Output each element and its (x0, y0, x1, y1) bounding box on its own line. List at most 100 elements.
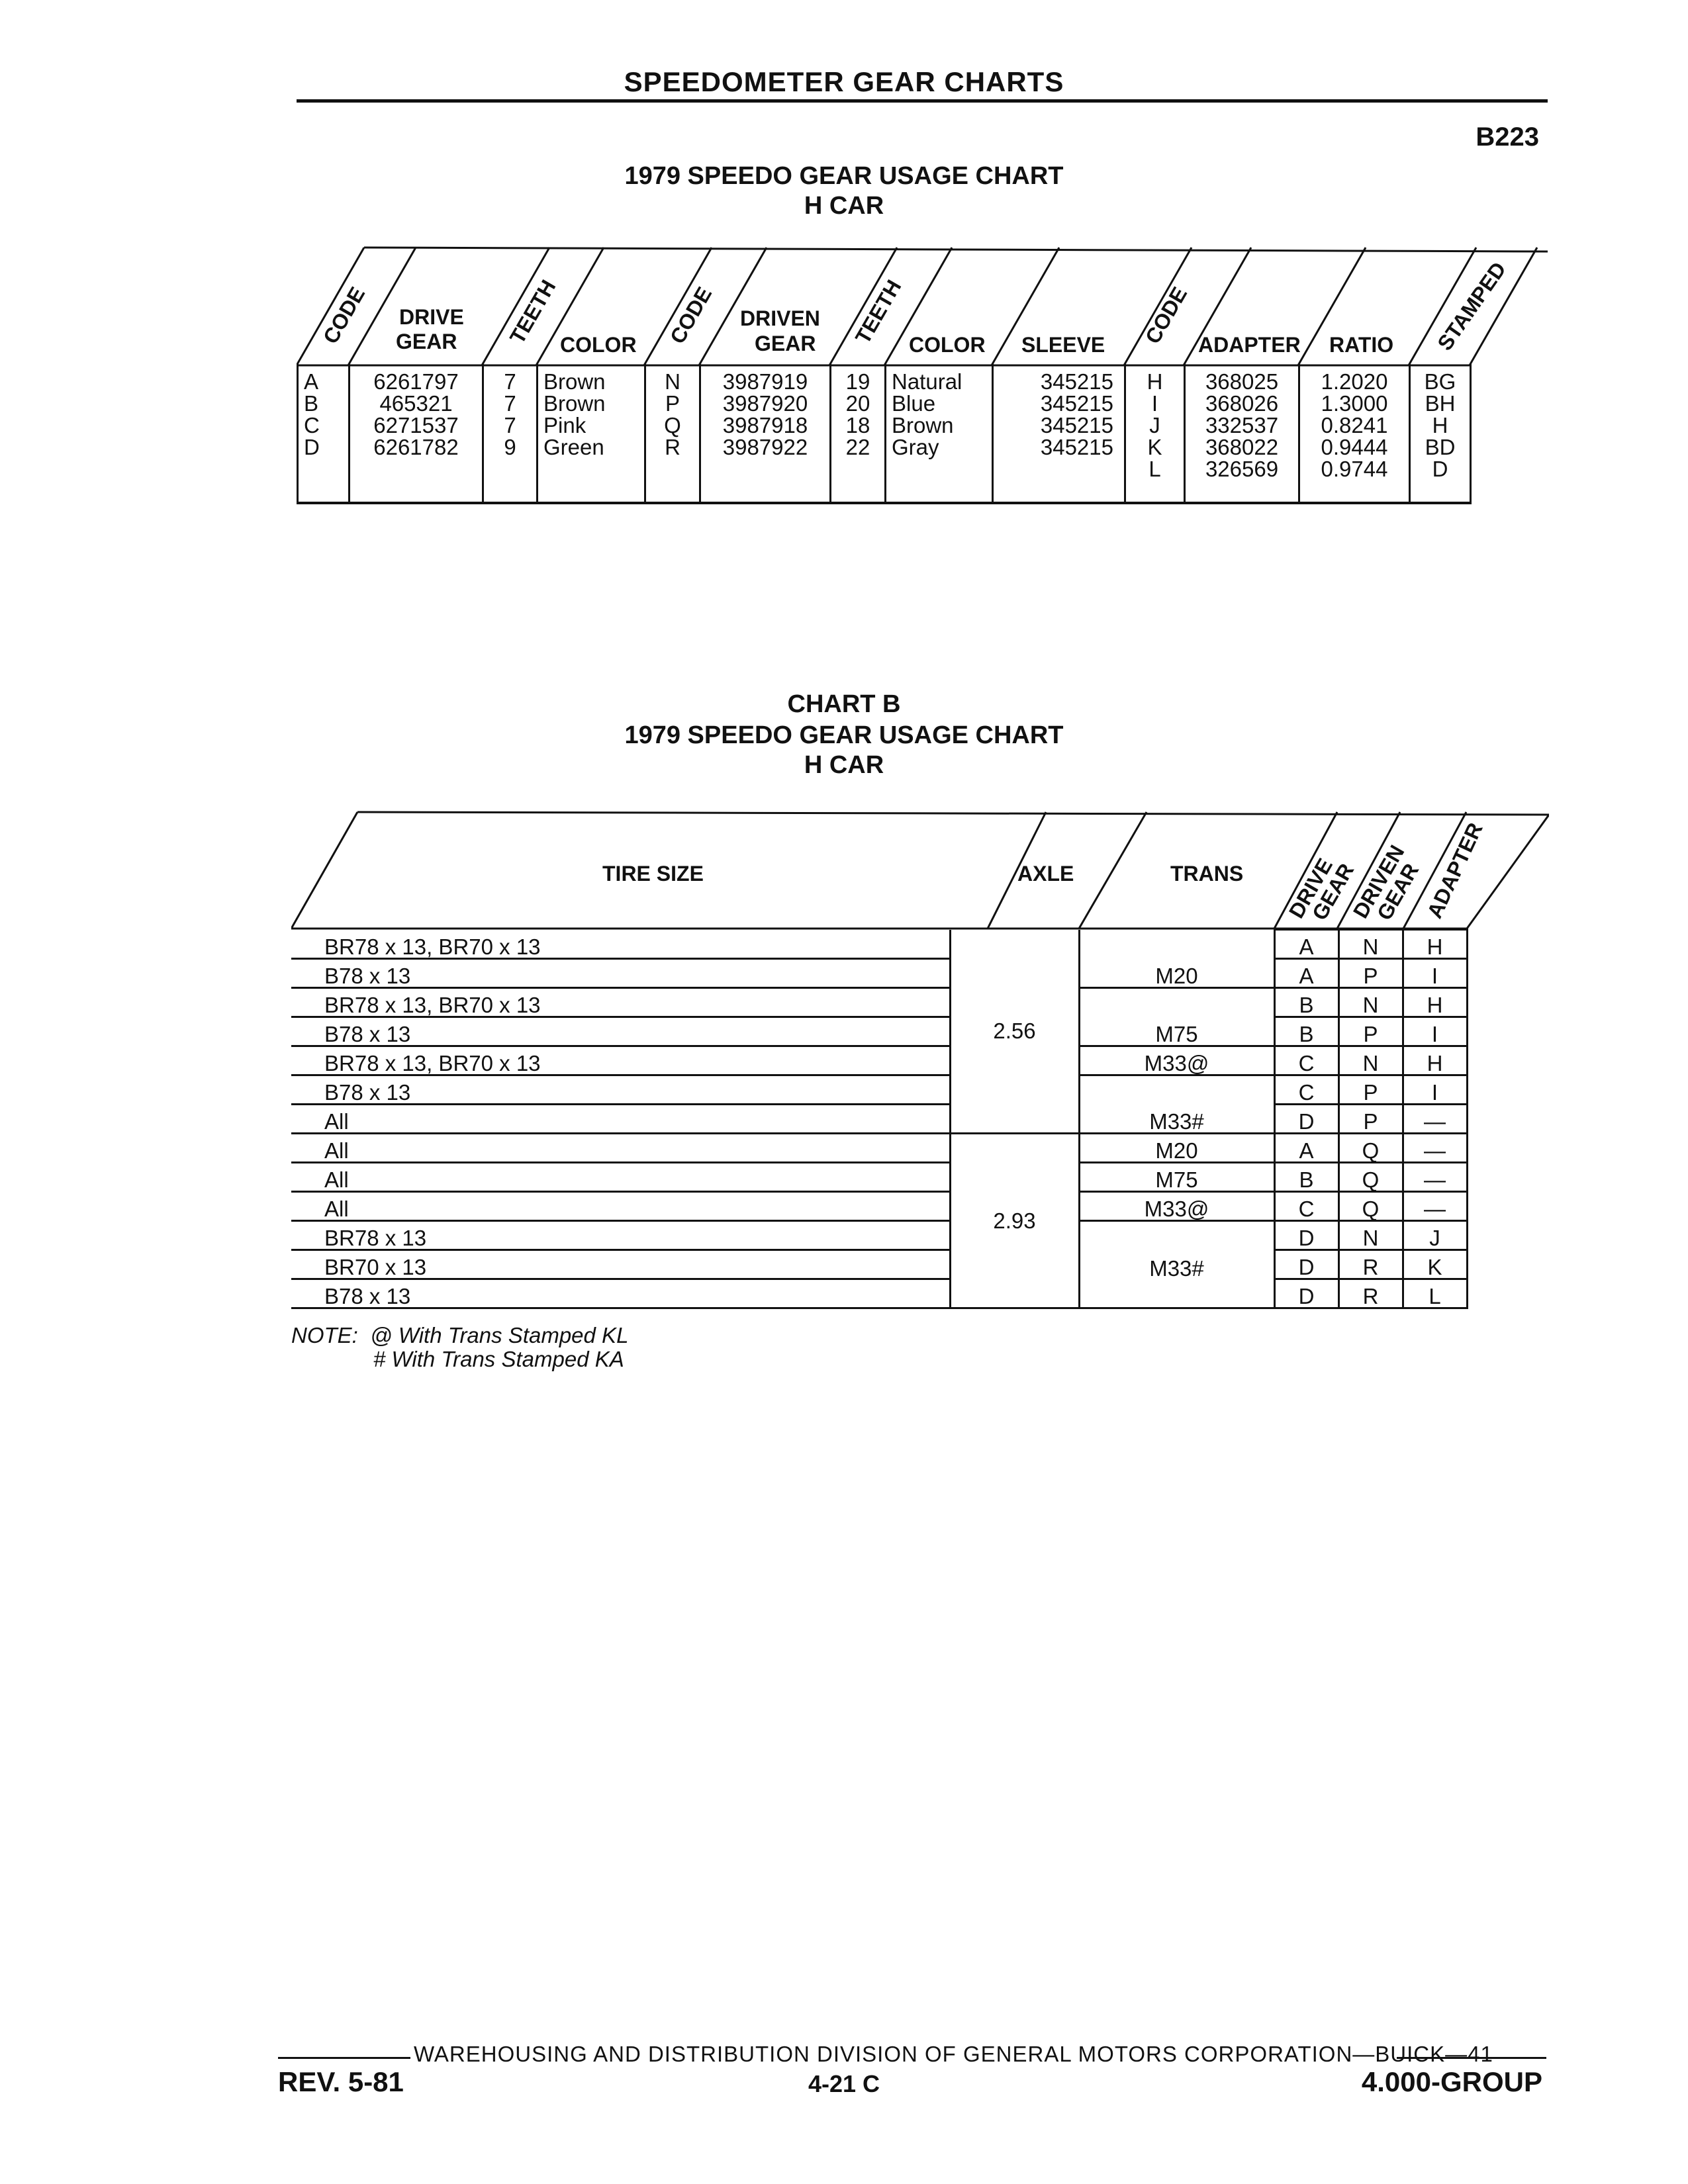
tire-size-cell: BR70 x 13 (291, 1250, 950, 1280)
trans-cell (1079, 987, 1276, 1017)
driven-cell: N (1337, 1220, 1404, 1251)
chart-b-label: CHART B (787, 690, 901, 718)
adapter-cell: I (1401, 1074, 1468, 1105)
drive-cell: A (1273, 929, 1340, 960)
tire-size-cell: All (291, 1104, 950, 1134)
chart-b-header-axle: AXLE (1017, 862, 1074, 886)
trans-cell (1079, 929, 1276, 959)
adapter-cell: H (1401, 987, 1468, 1018)
footer-group: 4.000-GROUP (1361, 2066, 1542, 2097)
trans-cell: M20 (1079, 958, 1276, 989)
chart-a-col-code3: H I J K L (1124, 364, 1186, 503)
tire-size-cell: B78 x 13 (291, 1075, 950, 1105)
chart-b: TIRE SIZE AXLE TRANS DRIVE GEAR DRIVEN G… (291, 811, 1549, 1314)
chart-a: CODE DRIVE GEAR TEETH COLOR CODE DRIVEN … (297, 246, 1548, 511)
chart-a-col-adapter: 368025 368026 332537 368022 326569 (1184, 364, 1300, 503)
note-label: NOTE: (291, 1323, 358, 1347)
drive-cell: C (1273, 1191, 1340, 1222)
adapter-cell: — (1401, 1161, 1468, 1193)
chart-a-col-color2: Natural Blue Brown Gray (884, 364, 994, 503)
chart-a-header-color2: COLOR (909, 333, 986, 357)
trans-cell: M75 (1079, 1162, 1276, 1193)
chart-b-subtitle: H CAR (804, 751, 884, 779)
footer-division: WAREHOUSING AND DISTRIBUTION DIVISION OF… (414, 2042, 1493, 2066)
trans-cell: M33# (1079, 1250, 1276, 1279)
trans-cell: M20 (1079, 1133, 1276, 1163)
chart-a-header-stamped: STAMPED (1432, 257, 1511, 355)
chart-a-col-ratio: 1.2020 1.3000 0.8241 0.9444 0.9744 (1298, 364, 1411, 503)
tire-size-cell: B78 x 13 (291, 958, 950, 989)
drive-cell: D (1273, 1278, 1340, 1309)
chart-a-col-code2: N P Q R (644, 364, 701, 503)
trans-cell: M75 (1079, 1017, 1276, 1047)
drive-cell: D (1273, 1103, 1340, 1134)
adapter-cell: I (1401, 1016, 1468, 1047)
note: NOTE: @ With Trans Stamped KL # With Tra… (291, 1324, 628, 1371)
adapter-cell: H (1401, 929, 1468, 960)
chart-a-header-color1: COLOR (560, 333, 637, 357)
chart-a-header-teeth2: TEETH (851, 276, 906, 348)
trans-cell (1079, 1075, 1276, 1105)
driven-cell: Q (1337, 1191, 1404, 1222)
driven-cell: R (1337, 1278, 1404, 1309)
tire-size-cell: B78 x 13 (291, 1017, 950, 1047)
trans-cell: M33# (1079, 1104, 1276, 1134)
footer-rev: REV. 5-81 (278, 2066, 404, 2097)
chart-a-col-teeth2: 19 20 18 22 (829, 364, 886, 503)
chart-a-header-drive-2: GEAR (396, 330, 457, 353)
chart-a-header-driven-2: GEAR (755, 332, 816, 355)
adapter-cell: L (1401, 1278, 1468, 1309)
chart-a-col-color1: Brown Brown Pink Green (536, 364, 646, 503)
tire-size-cell: BR78 x 13, BR70 x 13 (291, 929, 950, 960)
adapter-cell: I (1401, 958, 1468, 989)
chart-b-title: 1979 SPEEDO GEAR USAGE CHART (624, 721, 1064, 749)
note-line-2: # With Trans Stamped KA (373, 1347, 624, 1371)
chart-a-title: 1979 SPEEDO GEAR USAGE CHART (624, 162, 1064, 190)
driven-cell: R (1337, 1249, 1404, 1280)
axle-cell: 2.93 (949, 1133, 1080, 1309)
tire-size-cell: B78 x 13 (291, 1279, 950, 1309)
driven-cell: Q (1337, 1161, 1404, 1193)
driven-cell: P (1337, 1016, 1404, 1047)
driven-cell: P (1337, 1074, 1404, 1105)
chart-a-header-driven: DRIVEN (740, 306, 820, 330)
chart-a-col-stamped: BG BH H BD D (1409, 364, 1472, 503)
drive-cell: C (1273, 1045, 1340, 1076)
chart-b-header-tire-size: TIRE SIZE (602, 862, 704, 886)
driven-cell: Q (1337, 1132, 1404, 1163)
drive-cell: B (1273, 1016, 1340, 1047)
drive-cell: C (1273, 1074, 1340, 1105)
chart-b-header: TIRE SIZE AXLE TRANS DRIVE GEAR DRIVEN G… (291, 811, 1549, 930)
drive-cell: B (1273, 1161, 1340, 1193)
driven-cell: N (1337, 987, 1404, 1018)
footer-page: 4-21 C (808, 2070, 880, 2097)
header-rule (297, 99, 1548, 103)
drive-cell: D (1273, 1249, 1340, 1280)
adapter-cell: J (1401, 1220, 1468, 1251)
chart-a-col-sleeve: 345215 345215 345215 345215 (992, 364, 1126, 503)
tire-size-cell: All (291, 1133, 950, 1163)
driven-cell: P (1337, 958, 1404, 989)
chart-a-table: A B C D 6261797 465321 6271537 6261782 7… (297, 364, 1472, 504)
chart-a-col-drive-gear: 6261797 465321 6271537 6261782 (348, 364, 484, 503)
tire-size-cell: BR78 x 13 (291, 1220, 950, 1251)
chart-a-header-adapter: ADAPTER (1198, 333, 1301, 357)
driven-cell: P (1337, 1103, 1404, 1134)
chart-a-col-driven-gear: 3987919 3987920 3987918 3987922 (699, 364, 831, 503)
adapter-cell: — (1401, 1103, 1468, 1134)
tire-size-cell: BR78 x 13, BR70 x 13 (291, 1046, 950, 1076)
chart-a-col-teeth1: 7 7 7 9 (482, 364, 538, 503)
